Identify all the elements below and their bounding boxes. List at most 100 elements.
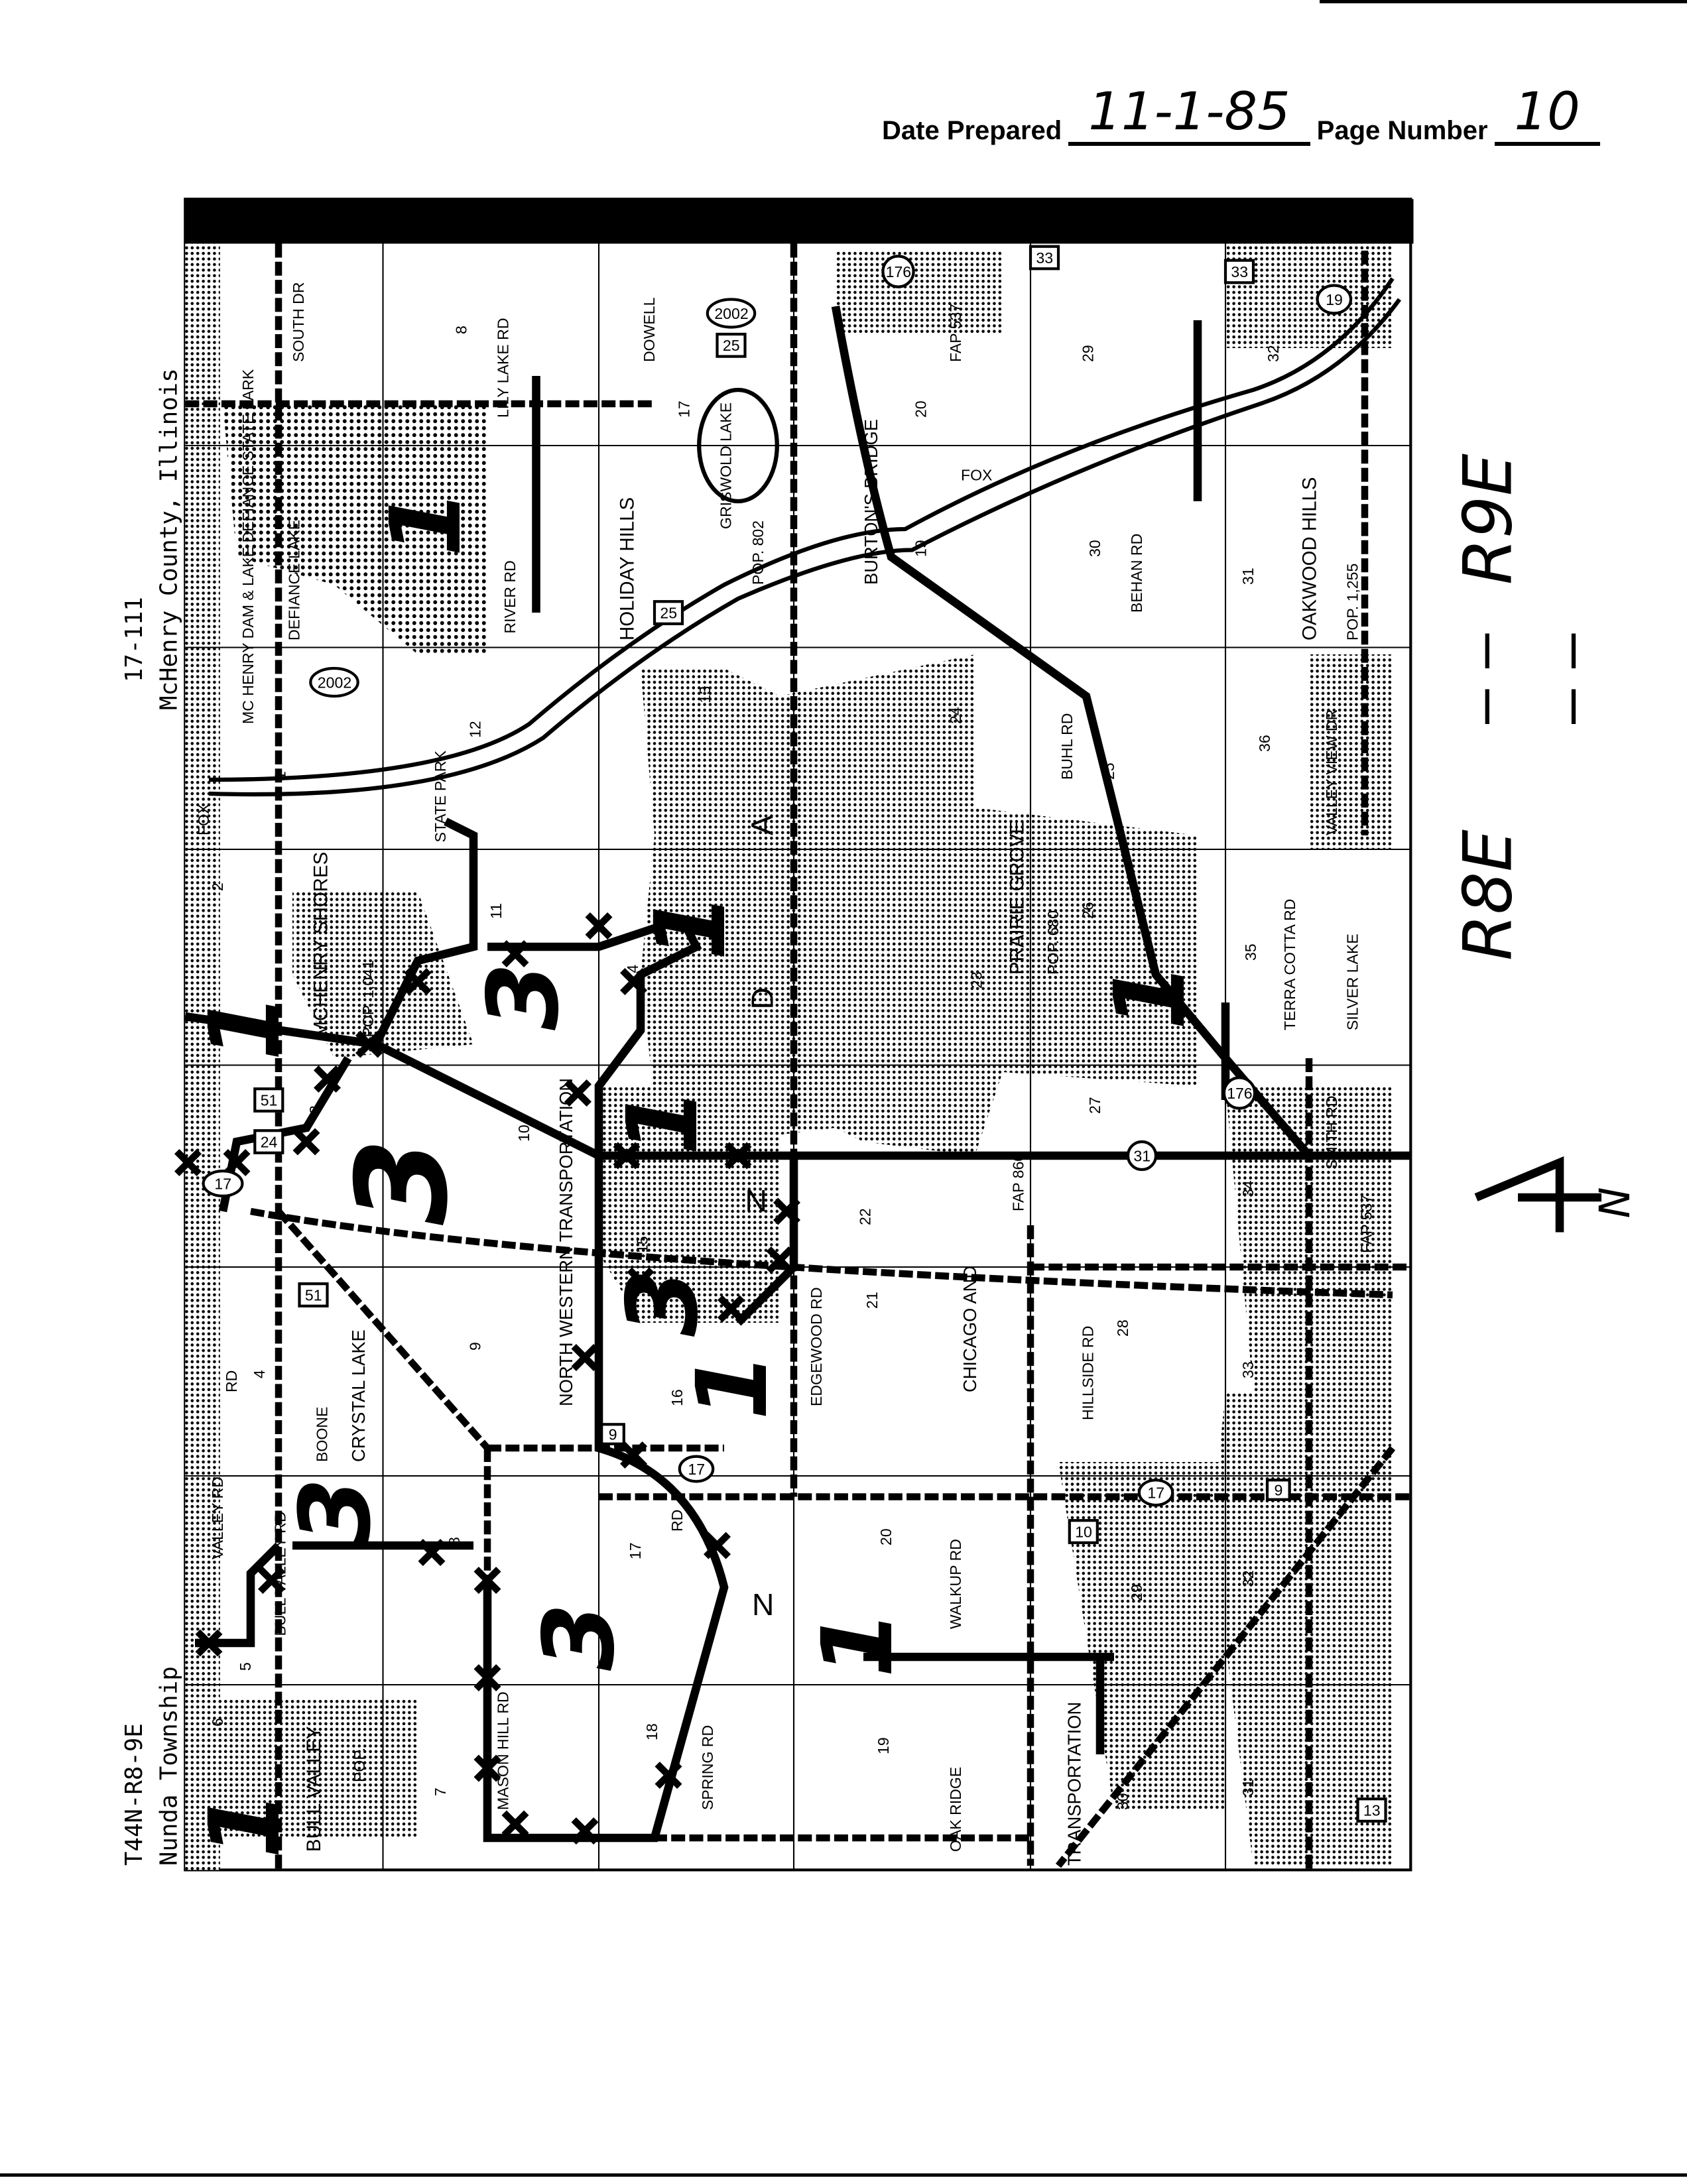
section-number: 4	[251, 1370, 268, 1378]
svg-text:10: 10	[1075, 1523, 1092, 1540]
place-labels: MC HENRY DAM & LAKE DEFIANCE STATE PARK …	[195, 369, 1361, 1852]
annotation-mark: 1	[606, 1088, 719, 1156]
section-number: 32	[1239, 1570, 1257, 1587]
route-shield: 176	[1222, 1076, 1257, 1110]
north-label: N	[1591, 1187, 1639, 1218]
county-title: McHenry County, Illinois	[156, 368, 183, 710]
road-label: VALLEY RD	[209, 1477, 226, 1559]
road-label: RD	[223, 1370, 240, 1392]
x-mark-icon	[501, 1810, 529, 1838]
page-number-value: 10	[1494, 82, 1600, 146]
annotation-mark: 3	[606, 1269, 719, 1337]
x-mark-icon	[501, 940, 529, 968]
road-label: MASON HILL RD	[494, 1691, 511, 1810]
section-number: 7	[432, 1788, 449, 1796]
svg-text:17: 17	[214, 1175, 231, 1192]
place-label: POP. 680	[1044, 910, 1062, 975]
annotation-mark: 3	[279, 1478, 393, 1546]
route-shield: 2002	[706, 298, 757, 329]
section-number: 29	[1079, 345, 1096, 362]
place-label: POP. 1,255	[1343, 564, 1361, 640]
section-number: 19	[875, 1737, 892, 1754]
road-label: WALKUP RD	[947, 1539, 964, 1629]
roads	[185, 243, 1411, 1870]
place-label: FOX	[195, 804, 212, 835]
route-shield: 25	[653, 600, 684, 625]
road-label: BOONE	[313, 1407, 330, 1462]
section-number: 14	[624, 965, 641, 982]
annotation-mark: 1	[188, 1791, 302, 1858]
road-label: VALLEY VIEW DR	[1323, 709, 1340, 835]
place-label: MC HENRY DAM & LAKE DEFIANCE STATE PARK	[239, 369, 257, 724]
map-top-bar	[185, 199, 1414, 244]
section-number: 10	[515, 1124, 532, 1142]
route-shield: 33	[1029, 245, 1060, 271]
svg-text:17: 17	[1147, 1485, 1164, 1502]
x-mark-icon	[766, 1246, 794, 1274]
page-number-label: Page Number	[1316, 116, 1488, 145]
svg-text:33: 33	[1036, 249, 1053, 267]
road-label: SPRING RD	[699, 1725, 716, 1810]
place-label: D	[745, 987, 780, 1009]
svg-text:2002: 2002	[714, 305, 748, 322]
stippled-areas	[185, 243, 1393, 1870]
section-number: 19	[912, 540, 929, 557]
route-shield: 33	[1223, 259, 1255, 284]
x-mark-icon	[627, 1267, 655, 1295]
section-number: 27	[1086, 1097, 1103, 1114]
north-arrow-icon	[1474, 1156, 1601, 1233]
x-mark-icon	[571, 1343, 599, 1372]
section-number: 8	[452, 326, 469, 334]
section-number: 20	[877, 1528, 895, 1546]
svg-text:31: 31	[1133, 1147, 1151, 1164]
section-number: 16	[668, 1389, 686, 1406]
section-number: 25	[1100, 762, 1117, 780]
place-label: POP. 1,041	[359, 960, 377, 1037]
route-shield: 17	[1137, 1479, 1174, 1507]
road-label: SMITH RD	[1323, 1095, 1340, 1170]
section-number: 15	[633, 1236, 651, 1253]
road-label: RIVER RD	[501, 560, 519, 633]
svg-text:25: 25	[660, 604, 677, 621]
route-shields: 176 33 2002 25 25 2002 51 24 17 51 31 17…	[202, 245, 1387, 1823]
road-label: DOWELL	[641, 297, 658, 362]
road-label: SOUTH DR	[290, 282, 307, 362]
section-number: 31	[1239, 1779, 1257, 1796]
section-number: 20	[912, 400, 929, 418]
route-shield: 9	[600, 1423, 625, 1445]
x-mark-icon	[655, 1761, 682, 1790]
route-shield: 51	[298, 1282, 329, 1307]
place-label: POP. 802	[749, 520, 767, 585]
route-shield: 25	[716, 332, 747, 358]
road-label: NORTH WESTERN TRANSPORTATION	[556, 1078, 576, 1406]
section-number: 13	[696, 686, 714, 703]
svg-text:25: 25	[723, 337, 740, 354]
x-mark-icon	[564, 1079, 592, 1107]
x-mark-icon	[313, 1065, 342, 1093]
section-number: 36	[1256, 735, 1273, 752]
x-mark-icon	[257, 1566, 286, 1595]
place-label: HOLIDAY HILLS	[616, 497, 638, 640]
place-label: BULL VALLEY	[303, 1727, 325, 1852]
svg-text:176: 176	[1227, 1085, 1253, 1102]
annotation-mark: 1	[801, 1610, 914, 1677]
annotation-mark: 1	[676, 1353, 789, 1420]
place-label: DEFIANCE LAKE	[285, 520, 302, 640]
svg-text:17: 17	[688, 1461, 705, 1478]
section-number: 8	[446, 1537, 463, 1546]
section-number: 35	[1242, 943, 1259, 961]
annotation-mark: 3	[330, 1138, 475, 1225]
x-mark-icon	[223, 1148, 251, 1177]
route-shield: 17	[202, 1169, 244, 1197]
svg-text:13: 13	[1363, 1801, 1381, 1819]
x-mark-icon	[619, 1441, 648, 1469]
road-label: FAP 537	[947, 304, 964, 362]
place-label: SILVER LAKE	[1343, 934, 1361, 1030]
section-number: 28	[1114, 1319, 1131, 1337]
svg-text:51: 51	[261, 1091, 278, 1109]
bottom-edge-line	[0, 2173, 1687, 2177]
section-number: 6	[209, 1718, 226, 1727]
section-number: 18	[643, 1723, 660, 1740]
